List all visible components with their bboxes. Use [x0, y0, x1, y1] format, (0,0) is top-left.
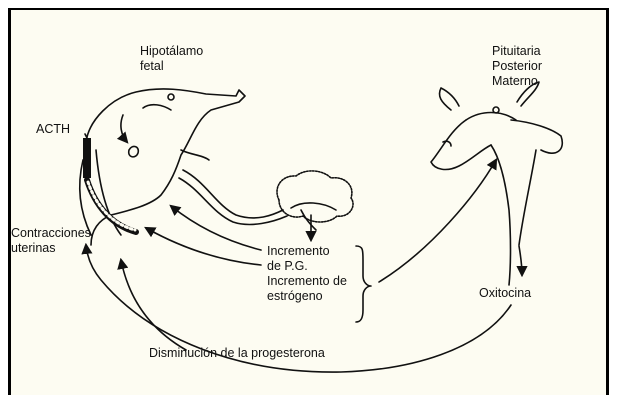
brace: [356, 246, 371, 322]
label-progesterone: Disminución de la progesterona: [149, 346, 325, 361]
arrow-pg-to-uterus: [146, 228, 261, 265]
fetus-in-uterus-illustration: [80, 89, 245, 245]
placenta-illustration: [277, 171, 353, 240]
diagram-frame: Hipotálamo fetal ACTH Pituitaria Posteri…: [8, 8, 609, 395]
label-estrogen-increase: Incremento de estrógeno: [267, 274, 347, 304]
acth-gland-mark: [83, 138, 91, 178]
umbilical-cord: [183, 170, 283, 218]
arrow-brace-to-goat: [379, 160, 496, 282]
label-pituitary: Pituitaria Posterior Materno: [492, 44, 542, 89]
label-oxytocin: Oxitocina: [479, 286, 531, 301]
label-hypothalamus: Hipotálamo fetal: [140, 44, 203, 74]
label-pg-increase: Incremento de P.G.: [267, 244, 330, 274]
arrow-to-oxytocin: [519, 246, 522, 275]
maternal-goat-illustration: [431, 82, 562, 285]
uterine-wall-hatching: [87, 180, 136, 232]
label-contractions: Contracciones uterinas: [11, 226, 91, 256]
arrow-progesterone-to-contractions: [121, 260, 186, 350]
arrow-estrogen-to-uterus: [171, 206, 261, 250]
label-acth: ACTH: [36, 122, 70, 137]
